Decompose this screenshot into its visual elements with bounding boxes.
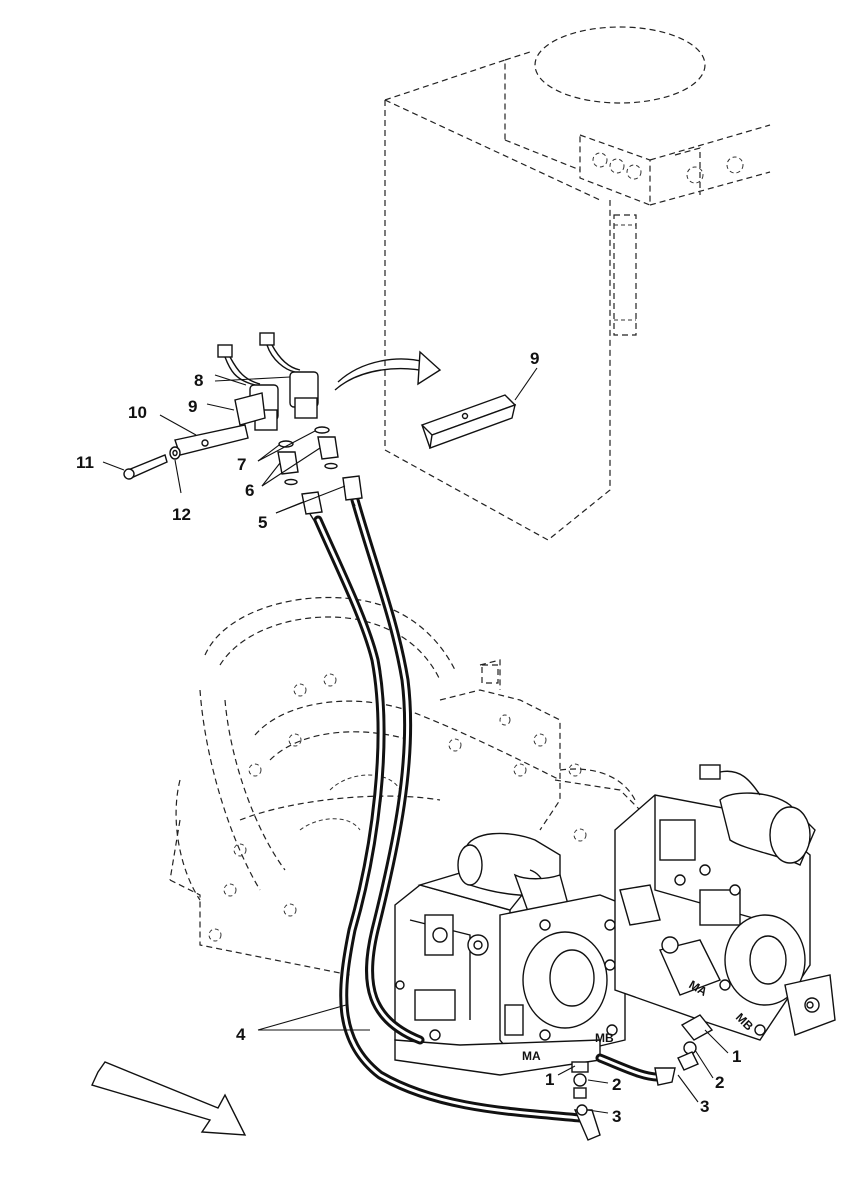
fitting-stack-right xyxy=(677,1014,714,1071)
port-label-mb-left: MB xyxy=(595,1031,614,1045)
callout-12: 12 xyxy=(172,505,191,524)
callout-9-tank: 9 xyxy=(530,349,539,368)
sensor-assembly xyxy=(123,332,363,523)
callout-4: 4 xyxy=(236,1025,246,1044)
callout-6: 6 xyxy=(245,481,254,500)
callout-11: 11 xyxy=(76,453,94,472)
callout-5: 5 xyxy=(258,513,267,532)
callout-1-right: 1 xyxy=(732,1047,741,1066)
callout-2-right: 2 xyxy=(715,1073,724,1092)
callout-1-left: 1 xyxy=(545,1070,554,1089)
tank-outline-dashed xyxy=(384,26,771,541)
fitting-stack-left xyxy=(571,1061,589,1116)
bracket-on-tank xyxy=(420,394,517,450)
callout-labels: 8 9 10 11 12 7 6 5 9 4 1 2 3 1 2 3 xyxy=(76,349,741,1126)
callout-2-left: 2 xyxy=(612,1075,621,1094)
callout-3-left: 3 xyxy=(612,1107,621,1126)
callout-8: 8 xyxy=(194,371,203,390)
port-label-ma-left: MA xyxy=(522,1049,541,1063)
machine-direction-arrow-icon xyxy=(91,1061,247,1136)
hose-assembly xyxy=(313,495,676,1141)
leader-lines xyxy=(102,367,729,1114)
callout-10: 10 xyxy=(128,403,147,422)
callout-3-right: 3 xyxy=(700,1097,709,1116)
tandem-pump-assembly xyxy=(394,764,836,1076)
transmission-housing-dashed xyxy=(169,596,641,976)
callout-7: 7 xyxy=(237,455,246,474)
callout-9-sensor: 9 xyxy=(188,397,197,416)
relocation-arrow-icon xyxy=(334,350,442,391)
